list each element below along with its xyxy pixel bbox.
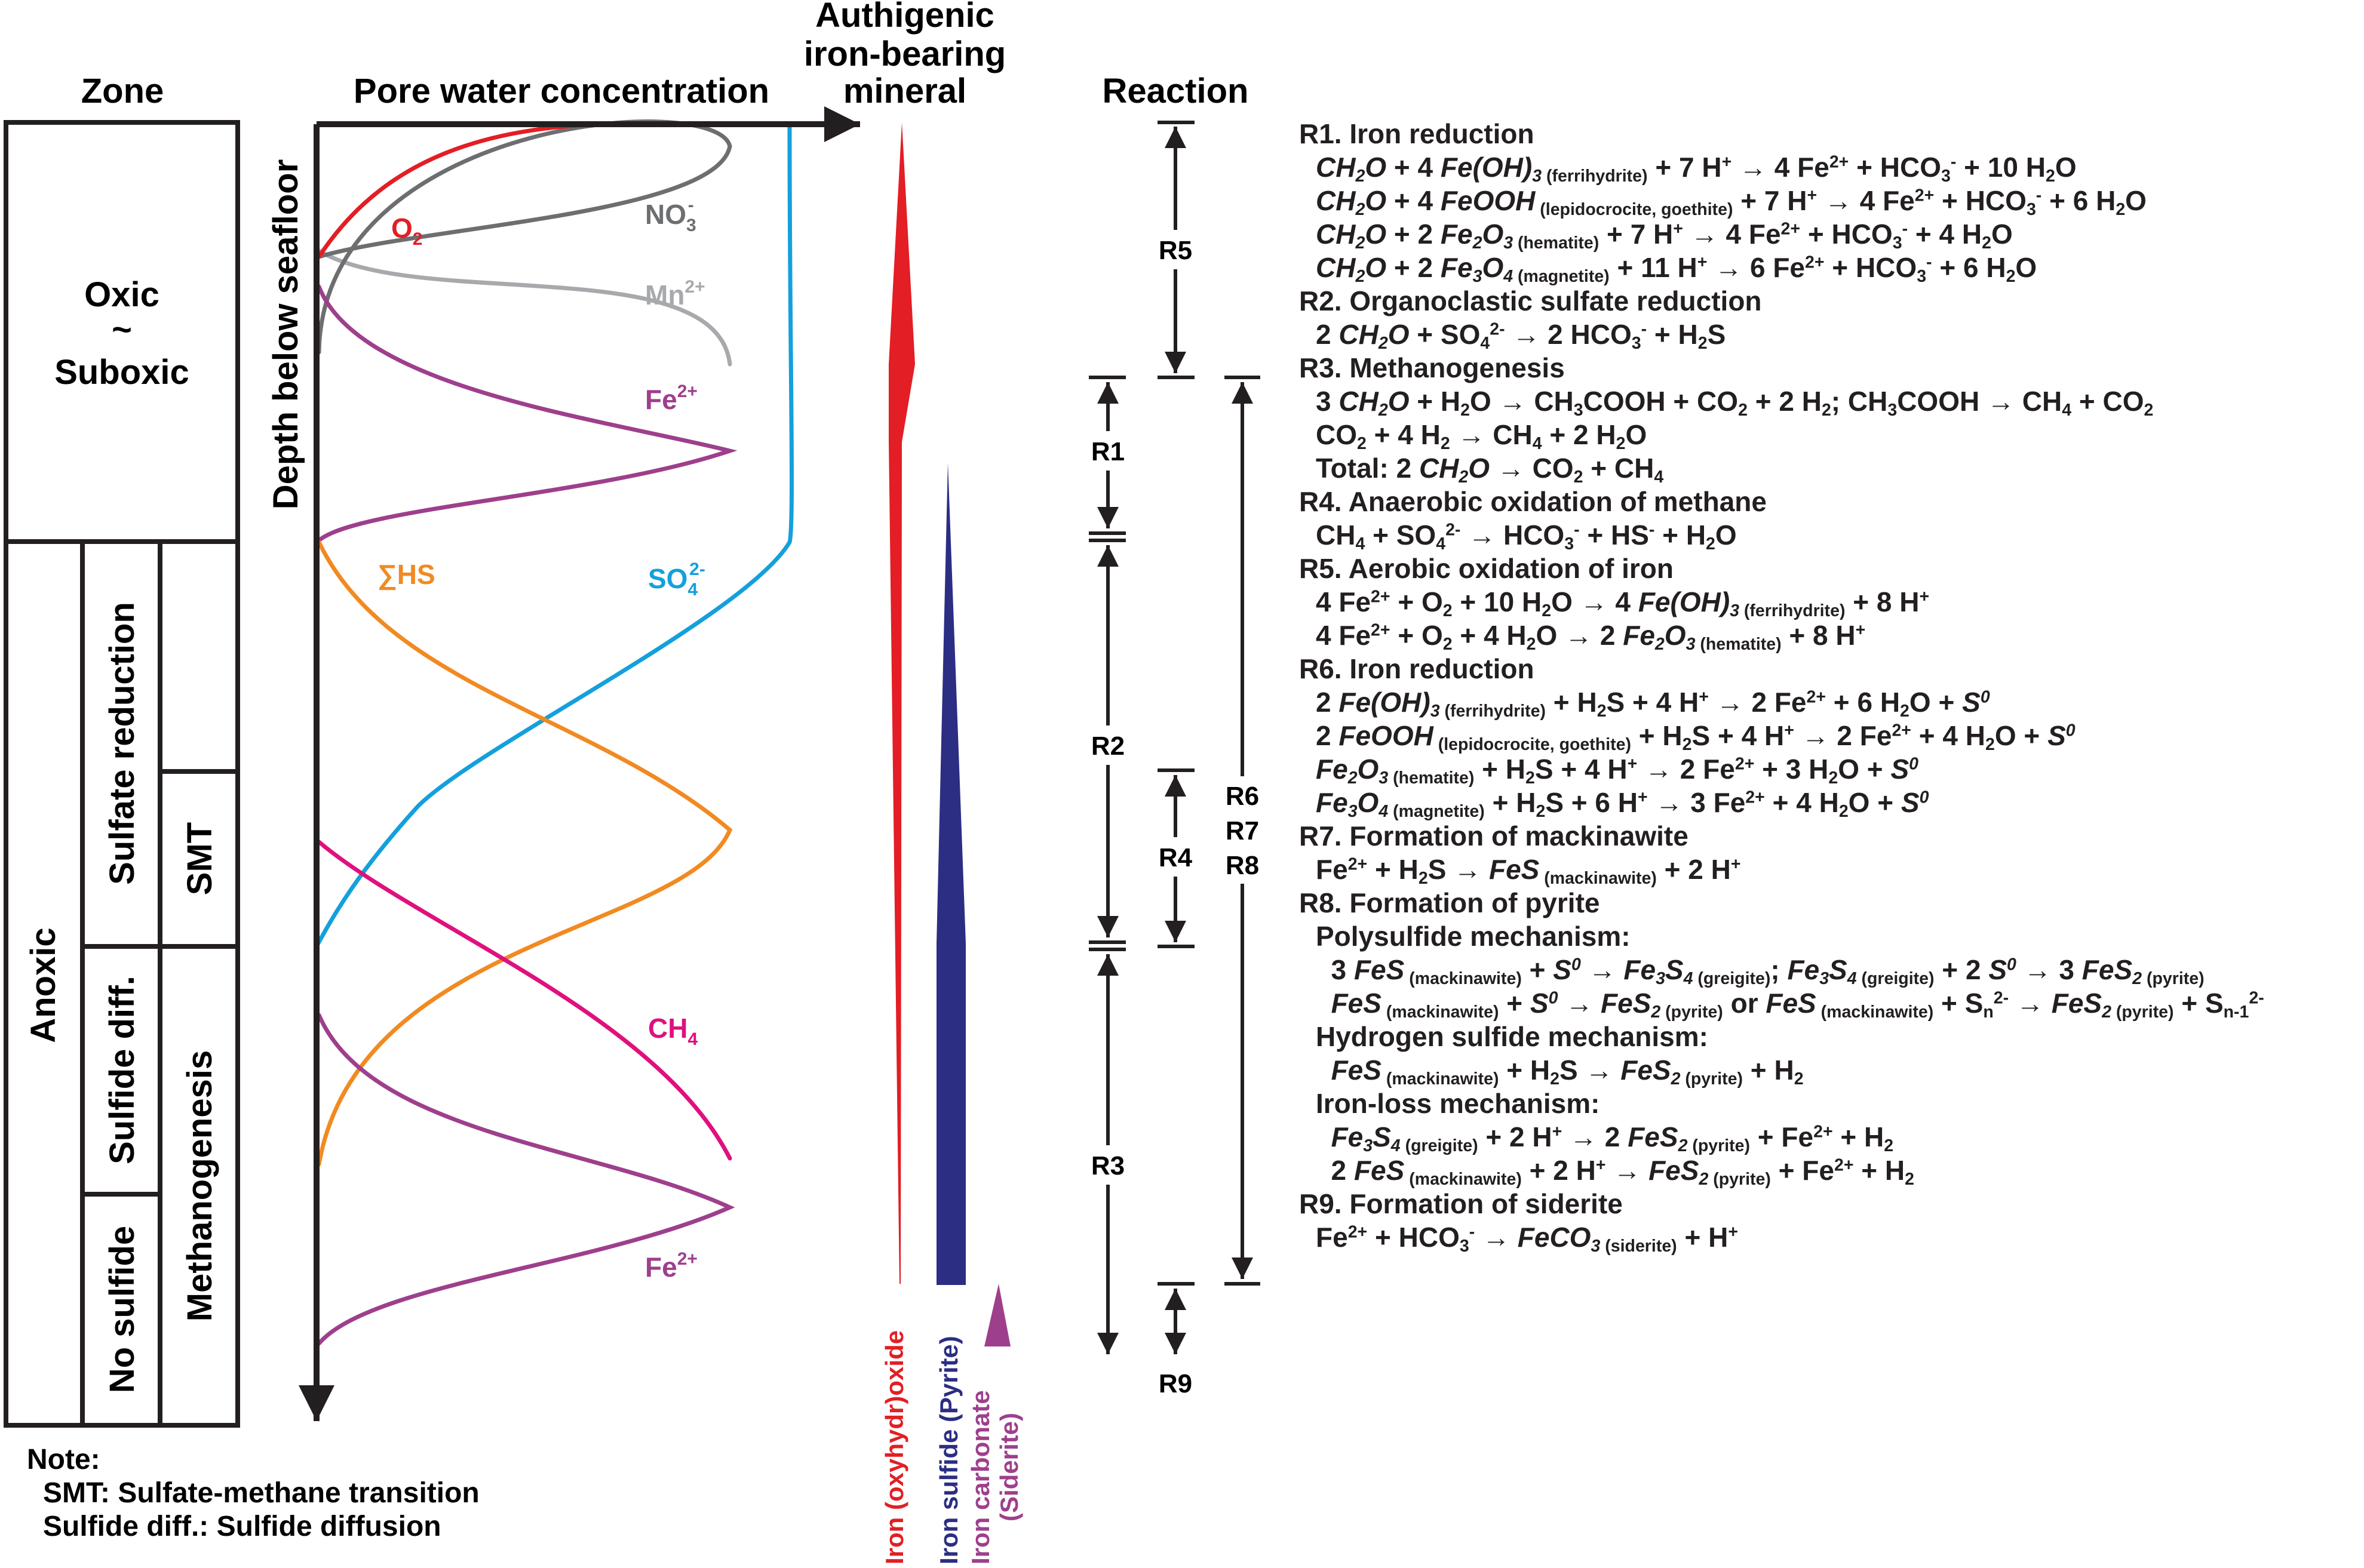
- pore-water-header: Pore water concentration: [354, 72, 769, 110]
- reaction-equation: 3 FeS (mackinawite) + S0 → Fe3S4 (greigi…: [1316, 954, 2205, 988]
- zone-sulfate-reduction: Sulfate reduction: [103, 602, 142, 885]
- curve-hs: [317, 540, 733, 1167]
- reaction-title: R8. Formation of pyrite: [1299, 887, 1600, 918]
- zone-header: Zone: [81, 72, 164, 110]
- reaction-title: R4. Anaerobic oxidation of methane: [1299, 486, 1767, 517]
- range-label-r8: R8: [1226, 851, 1259, 880]
- reaction-title: R2. Organoclastic sulfate reduction: [1299, 285, 1762, 316]
- curve-ch4: [317, 840, 732, 1161]
- reaction-equation: Hydrogen sulfide mechanism:: [1316, 1021, 1708, 1052]
- reaction-equation: CH2O + 2 Fe3O4 (magnetite) + 11 H+ → 6 F…: [1316, 252, 2037, 286]
- zone-smt: SMT: [180, 822, 219, 895]
- curve-no3: [317, 119, 732, 355]
- label-ch4: CH4: [648, 1013, 698, 1049]
- curve-so4: [314, 122, 794, 949]
- reaction-equation: 2 FeOOH (lepidocrocite, goethite) + H2S …: [1316, 720, 2076, 754]
- label-mn: Mn2+: [645, 277, 705, 310]
- label-no3: NO3-: [645, 195, 696, 235]
- reaction-equation: Fe2O3 (hematite) + H2S + 4 H+ → 2 Fe2+ +…: [1316, 754, 1919, 788]
- depth-axis-label: Depth below seafloor: [266, 159, 305, 510]
- range-label-r7: R7: [1226, 816, 1259, 846]
- mineral-label-siderite-2: (Siderite): [995, 1413, 1023, 1521]
- range-label-r6: R6: [1226, 782, 1259, 811]
- reaction-equation: Total: 2 CH2O → CO2 + CH4: [1316, 453, 1664, 487]
- curve-fe-lower: [317, 1013, 735, 1346]
- reaction-equation: Fe2+ + HCO3- → FeCO3 (siderite) + H+: [1316, 1222, 1738, 1256]
- label-fe-lower: Fe2+: [645, 1249, 698, 1283]
- reaction-equation: CH2O + 2 Fe2O3 (hematite) + 7 H+ → 4 Fe2…: [1316, 219, 2013, 253]
- reaction-equation: CH4 + SO42- → HCO3- + HS- + H2O: [1316, 519, 1737, 554]
- reaction-equation: 4 Fe2+ + O2 + 4 H2O → 2 Fe2O3 (hematite)…: [1316, 620, 1866, 654]
- wedge-pyrite: [937, 463, 966, 1285]
- reaction-equation: CH2O + 4 FeOOH (lepidocrocite, goethite)…: [1316, 185, 2147, 219]
- mineral-label-pyrite: Iron sulfide (Pyrite): [935, 1336, 963, 1564]
- range-label-r3: R3: [1091, 1151, 1125, 1180]
- reaction-equation: CH2O + 4 Fe(OH)3 (ferrihydrite) + 7 H+ →…: [1316, 152, 2077, 186]
- range-label-r5: R5: [1159, 236, 1192, 265]
- reaction-equation: Iron-loss mechanism:: [1316, 1088, 1600, 1119]
- zone-table: [4, 120, 240, 1428]
- zone-oxic-line3: Suboxic: [54, 353, 189, 392]
- zone-sulfide-diff: Sulfide diff.: [103, 976, 142, 1164]
- note-line-sulfide: Sulfide diff.: Sulfide diffusion: [43, 1511, 441, 1542]
- reaction-title: R3. Methanogenesis: [1299, 352, 1565, 383]
- reaction-equation: FeS (mackinawite) + H2S → FeS2 (pyrite) …: [1331, 1054, 1804, 1089]
- reaction-equation: Fe2+ + H2S → FeS (mackinawite) + 2 H+: [1316, 854, 1741, 888]
- reaction-equation: CO2 + 4 H2 → CH4 + 2 H2O: [1316, 419, 1647, 453]
- mineral-label-siderite: Iron carbonate: [966, 1390, 994, 1564]
- reaction-title: R6. Iron reduction: [1299, 653, 1534, 684]
- mineral-label-oxyhydroxide: Iron (oxyhydr)oxide: [880, 1330, 908, 1564]
- curve-mn: [317, 248, 732, 367]
- reaction-header: Reaction: [1103, 72, 1249, 110]
- label-so4: SO42-: [648, 559, 705, 599]
- zone-methanogenesis: Methanogenesis: [180, 1050, 219, 1321]
- reaction-equation: 2 CH2O + SO42- → 2 HCO3- + H2S: [1316, 319, 1726, 353]
- range-label-r9: R9: [1159, 1369, 1192, 1398]
- authigenic-header-line1: Authigenic: [815, 0, 994, 35]
- zone-no-sulfide: No sulfide: [103, 1226, 142, 1393]
- range-label-r2: R2: [1091, 731, 1125, 761]
- reaction-title: R5. Aerobic oxidation of iron: [1299, 553, 1674, 584]
- wedge-iron-oxyhydroxide: [889, 122, 915, 1284]
- zone-anoxic: Anoxic: [24, 927, 63, 1043]
- reaction-equation: 4 Fe2+ + O2 + 10 H2O → 4 Fe(OH)3 (ferrih…: [1316, 586, 1930, 620]
- zone-oxic-line1: Oxic: [84, 275, 159, 314]
- label-o2: O2: [391, 213, 422, 249]
- reaction-equation: FeS (mackinawite) + S0 → FeS2 (pyrite) o…: [1331, 988, 2264, 1022]
- reaction-equation: Fe3S4 (greigite) + 2 H+ → 2 FeS2 (pyrite…: [1331, 1121, 1894, 1155]
- curve-fe-upper: [317, 284, 738, 543]
- reaction-equation: 2 FeS (mackinawite) + 2 H+ → FeS2 (pyrit…: [1316, 1155, 1915, 1189]
- label-fe-upper: Fe2+: [645, 382, 698, 415]
- reaction-equation: Fe3O4 (magnetite) + H2S + 6 H+ → 3 Fe2+ …: [1316, 787, 1929, 821]
- note-line-smt: SMT: Sulfate-methane transition: [43, 1477, 480, 1509]
- reaction-equation: 3 CH2O + H2O → CH3COOH + CO2 + 2 H2; CH3…: [1316, 386, 2154, 420]
- range-label-r4: R4: [1159, 843, 1193, 872]
- authigenic-header-line2: iron-bearing: [804, 35, 1006, 73]
- reaction-equation: 2 Fe(OH)3 (ferrihydrite) + H2S + 4 H+ → …: [1316, 687, 1990, 721]
- authigenic-header-line3: mineral: [843, 72, 966, 110]
- reaction-equation: Polysulfide mechanism:: [1316, 921, 1631, 952]
- note-title: Note:: [27, 1444, 100, 1475]
- label-hs: ∑HS: [377, 559, 435, 591]
- reaction-title: R1. Iron reduction: [1299, 118, 1534, 149]
- reaction-title: R9. Formation of siderite: [1299, 1188, 1623, 1219]
- wedge-siderite: [984, 1284, 1011, 1346]
- reaction-title: R7. Formation of mackinawite: [1299, 820, 1688, 851]
- range-label-r1: R1: [1091, 437, 1125, 466]
- zone-oxic-line2: ~: [112, 310, 132, 349]
- curve-o2: [317, 122, 618, 259]
